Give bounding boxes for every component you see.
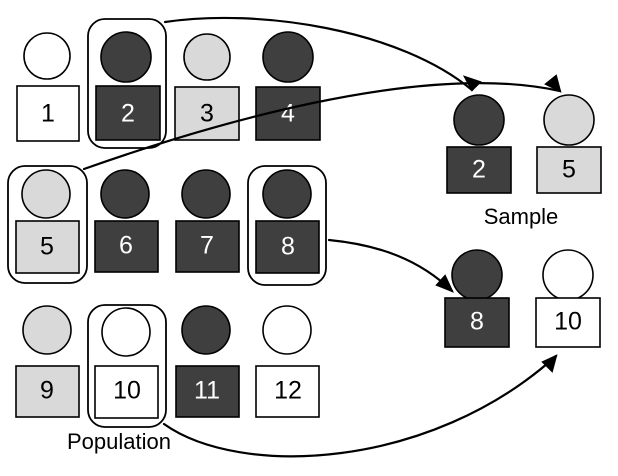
population-unit-8[interactable]: 8 xyxy=(247,165,327,286)
population-unit-3[interactable]: 3 xyxy=(174,33,240,141)
population-unit-2[interactable]: 2 xyxy=(87,18,167,149)
unit-label: 3 xyxy=(200,100,214,128)
population-unit-10[interactable]: 10 xyxy=(87,304,167,428)
sample-unit-8[interactable]: 8 xyxy=(444,249,510,348)
unit-box xyxy=(15,220,80,274)
unit-circle xyxy=(262,169,312,219)
unit-circle xyxy=(262,305,312,355)
unit-label: 1 xyxy=(41,100,55,128)
unit-circle xyxy=(453,94,505,146)
unit-label: 11 xyxy=(194,377,220,405)
unit-circle xyxy=(100,169,150,219)
unit-circle xyxy=(451,249,503,301)
unit-box xyxy=(175,365,240,418)
unit-circle xyxy=(100,31,152,83)
unit-label: 4 xyxy=(281,100,295,128)
sample-label: Sample xyxy=(484,204,559,229)
unit-box xyxy=(95,85,161,141)
arrowhead xyxy=(435,274,454,293)
population-unit-11[interactable]: 11 xyxy=(175,305,240,418)
population-unit-12[interactable]: 12 xyxy=(255,305,320,418)
population-unit-6[interactable]: 6 xyxy=(94,169,159,273)
unit-label: 7 xyxy=(200,232,214,260)
unit-label: 9 xyxy=(40,377,54,405)
unit-circle xyxy=(22,305,72,355)
population-unit-1[interactable]: 1 xyxy=(16,32,80,142)
population-label: Population xyxy=(67,429,171,454)
population-unit-4[interactable]: 4 xyxy=(255,31,321,141)
unit-circle xyxy=(23,32,71,80)
unit-box xyxy=(174,86,240,141)
unit-box xyxy=(94,365,159,419)
unit-label: 5 xyxy=(562,156,576,184)
unit-box xyxy=(535,297,601,348)
unit-box xyxy=(536,146,602,194)
arrowhead xyxy=(541,354,558,373)
sample-unit-2[interactable]: 2 xyxy=(446,94,512,194)
unit-label: 8 xyxy=(470,308,484,336)
unit-box xyxy=(444,297,510,348)
unit-box xyxy=(175,220,240,273)
unit-label: 10 xyxy=(113,377,141,405)
unit-box xyxy=(255,365,320,418)
unit-label: 8 xyxy=(281,233,295,261)
unit-circle xyxy=(183,33,231,81)
unit-label: 5 xyxy=(40,233,54,261)
unit-box xyxy=(446,146,512,194)
unit-label: 6 xyxy=(119,232,133,260)
sample-unit-5[interactable]: 5 xyxy=(536,94,602,194)
unit-label: 10 xyxy=(554,308,582,336)
arrow-8-to-sample xyxy=(327,238,454,293)
unit-box xyxy=(16,85,80,142)
unit-label: 2 xyxy=(121,100,135,128)
unit-label: 2 xyxy=(472,156,486,184)
arrow-10-to-sample xyxy=(162,354,558,458)
population-unit-9[interactable]: 9 xyxy=(15,305,80,418)
population-unit-7[interactable]: 7 xyxy=(175,169,240,273)
unit-circle xyxy=(101,307,151,357)
unit-circle xyxy=(262,31,314,83)
unit-label: 12 xyxy=(274,377,302,405)
arrow-5-to-sample xyxy=(82,74,562,171)
unit-box xyxy=(255,220,320,274)
arrowhead xyxy=(544,74,562,93)
unit-circle xyxy=(21,169,71,219)
unit-circle xyxy=(181,169,231,219)
unit-box xyxy=(15,365,80,418)
unit-circle xyxy=(542,249,594,301)
unit-circle xyxy=(543,94,595,146)
sample-unit-10[interactable]: 10 xyxy=(535,249,601,348)
population-unit-5[interactable]: 5 xyxy=(7,165,88,284)
unit-circle xyxy=(181,305,231,355)
unit-box xyxy=(94,220,159,273)
